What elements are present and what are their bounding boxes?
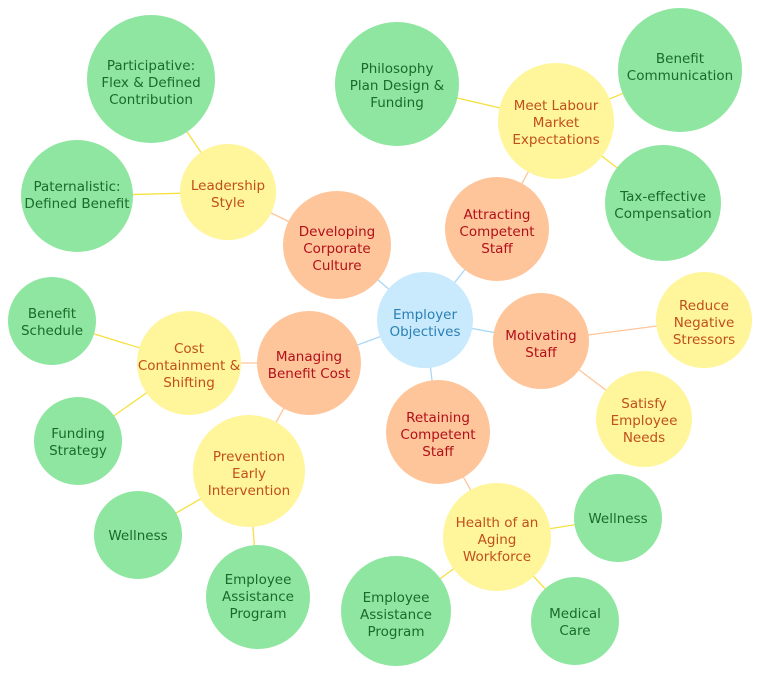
svg-text:Paternalistic:Defined Benefit: Paternalistic:Defined Benefit [24,179,129,212]
svg-text:Wellness: Wellness [108,528,167,544]
svg-text:Wellness: Wellness [588,511,647,527]
node-paternalistic[interactable]: Paternalistic:Defined Benefit [21,140,133,252]
node-wellness-left[interactable]: Wellness [94,491,182,579]
node-wellness-right[interactable]: Wellness [574,474,662,562]
